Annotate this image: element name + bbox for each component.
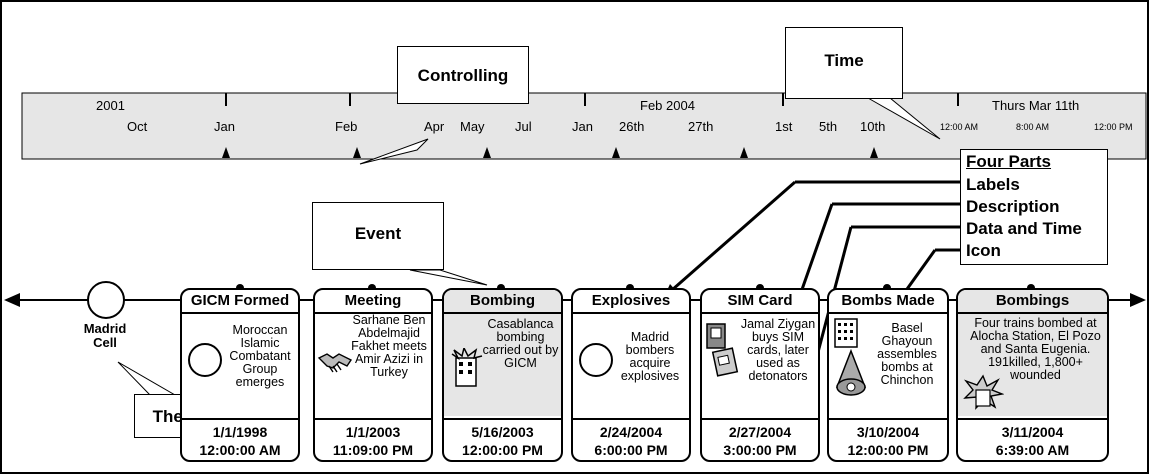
event-date-time: 2/27/2004 3:00:00 PM: [702, 418, 818, 460]
building-explosion-icon: [451, 348, 483, 387]
four-parts-icon: Icon: [966, 241, 1001, 260]
timeline-label: Jul: [515, 119, 532, 134]
event-card[interactable]: Explosives Madrid bombers acquire explos…: [571, 288, 691, 462]
event-description: Basel Ghayoun assembles bombs at Chincho…: [877, 321, 937, 387]
event-description-area: Moroccan Islamic Combatant Group emerges: [182, 314, 298, 416]
event-description: Casablanca bombing carried out by GICM: [482, 317, 559, 370]
timeline-label: Oct: [127, 119, 148, 134]
four-parts-box: [960, 149, 1108, 265]
timeline-label: 5th: [819, 119, 838, 134]
event-label: GICM Formed: [182, 290, 298, 314]
event-time: 6:00:00 PM: [594, 442, 668, 458]
timeline-year-2001: 2001: [96, 98, 125, 113]
event-date-time: 3/11/2004 6:39:00 AM: [958, 418, 1107, 460]
event-label: Bombing: [444, 290, 561, 314]
event-description-area: Sarhane Ben Abdelmajid Fakhet meets Amir…: [315, 314, 431, 416]
event-time: 12:00:00 PM: [462, 442, 543, 458]
four-parts-title: Four Parts: [966, 152, 1052, 171]
event-card[interactable]: GICM Formed Moroccan Islamic Combatant G…: [180, 288, 300, 462]
event-description-area: Four trains bombed at Alocha Station, El…: [958, 314, 1107, 416]
explosion-icon: [963, 374, 1004, 410]
event-date-time: 5/16/2003 12:00:00 PM: [444, 418, 561, 460]
event-time: 12:00:00 PM: [847, 442, 929, 458]
event-date: 1/1/2003: [345, 424, 401, 440]
event-date-time: 2/24/2004 6:00:00 PM: [573, 418, 689, 460]
event-time: 3:00:00 PM: [723, 442, 797, 458]
event-date-time: 3/10/2004 12:00:00 PM: [829, 418, 947, 460]
event-date-time: 1/1/1998 12:00:00 AM: [182, 418, 298, 460]
theme-node: [87, 281, 125, 319]
controlling-callout: Controlling: [397, 46, 529, 104]
timeline-time: 12:00 PM: [1094, 122, 1133, 132]
controlling-pointer: [359, 138, 429, 165]
circle-icon: [188, 343, 222, 377]
event-date: 3/11/2004: [1001, 424, 1064, 440]
timeline-label: Apr: [424, 119, 445, 134]
event-description: Moroccan Islamic Combatant Group emerges: [229, 323, 291, 389]
event-description: Jamal Ziygan buys SIM cards, later used …: [740, 317, 816, 383]
event-description-area: Basel Ghayoun assembles bombs at Chincho…: [829, 314, 947, 416]
event-label: Explosives: [573, 290, 689, 314]
timeline-label: Jan: [572, 119, 593, 134]
four-parts-description: Description: [966, 197, 1060, 216]
theme-arrow-left: [4, 293, 20, 307]
event-date: 3/10/2004: [856, 424, 920, 440]
timeline-label: Feb: [335, 119, 358, 134]
event-description: Madrid bombers acquire explosives: [620, 330, 680, 383]
timeline-ticks: [225, 93, 959, 106]
event-card[interactable]: Bombing Casablanca bombing carried out b…: [442, 288, 563, 462]
theme-arrow-right: [1130, 293, 1146, 307]
bomb-building-icon: [834, 318, 867, 396]
event-label: Bombs Made: [829, 290, 947, 314]
event-description-area: Madrid bombers acquire explosives: [573, 314, 689, 416]
event-description-area: Jamal Ziygan buys SIM cards, later used …: [702, 314, 818, 416]
event-label: Meeting: [315, 290, 431, 314]
four-parts-date-time: Data and Time: [966, 219, 1082, 238]
event-time: 6:39:00 AM: [995, 442, 1070, 458]
event-date-time: 1/1/2003 11:09:00 PM: [315, 418, 431, 460]
event-card[interactable]: Bombs Made Basel Ghayoun assembles bombs…: [827, 288, 949, 462]
four-parts-labels: Labels: [966, 175, 1020, 194]
event-label: Bombings: [958, 290, 1107, 314]
timeline-label: Jan: [214, 119, 235, 134]
event-time: 12:00:00 AM: [199, 442, 281, 458]
event-description: Sarhane Ben Abdelmajid Fakhet meets Amir…: [351, 313, 427, 379]
event-pointer: [409, 269, 488, 286]
timeline-label: 26th: [619, 119, 645, 134]
event-date: 2/27/2004: [728, 424, 792, 440]
event-date: 2/24/2004: [599, 424, 663, 440]
timeline-time: 12:00 AM: [940, 122, 979, 132]
timeline-day-mar-11: Thurs Mar 11th: [992, 98, 1080, 113]
event-card[interactable]: Meeting Sarhane Ben Abdelmajid Fakhet me…: [313, 288, 433, 462]
circle-icon: [579, 343, 613, 377]
event-date: 1/1/1998: [212, 424, 268, 440]
time-callout: Time: [785, 27, 903, 99]
theme-label: Madrid Cell: [83, 321, 127, 350]
timeline-label: 10th: [860, 119, 886, 134]
timeline-month-feb-2004: Feb 2004: [640, 98, 695, 113]
timeline-label: May: [460, 119, 485, 134]
timeline-markers: [222, 147, 878, 158]
event-description: Four trains bombed at Alocha Station, El…: [970, 316, 1101, 382]
event-card[interactable]: Bombings Four trains bombed at Alocha St…: [956, 288, 1109, 462]
handshake-icon: [317, 353, 353, 373]
event-callout: Event: [312, 202, 444, 270]
event-time: 11:09:00 PM: [332, 442, 414, 458]
event-card[interactable]: SIM Card Jamal Ziygan buys SIM cards, la…: [700, 288, 820, 462]
timeline-label: 27th: [688, 119, 714, 134]
timeline-label: 1st: [775, 119, 793, 134]
timeline-time: 8:00 AM: [1016, 122, 1050, 132]
event-label: SIM Card: [702, 290, 818, 314]
sim-card-icon: [706, 323, 739, 377]
event-date: 5/16/2003: [471, 424, 534, 440]
event-description-area: Casablanca bombing carried out by GICM: [444, 314, 561, 416]
